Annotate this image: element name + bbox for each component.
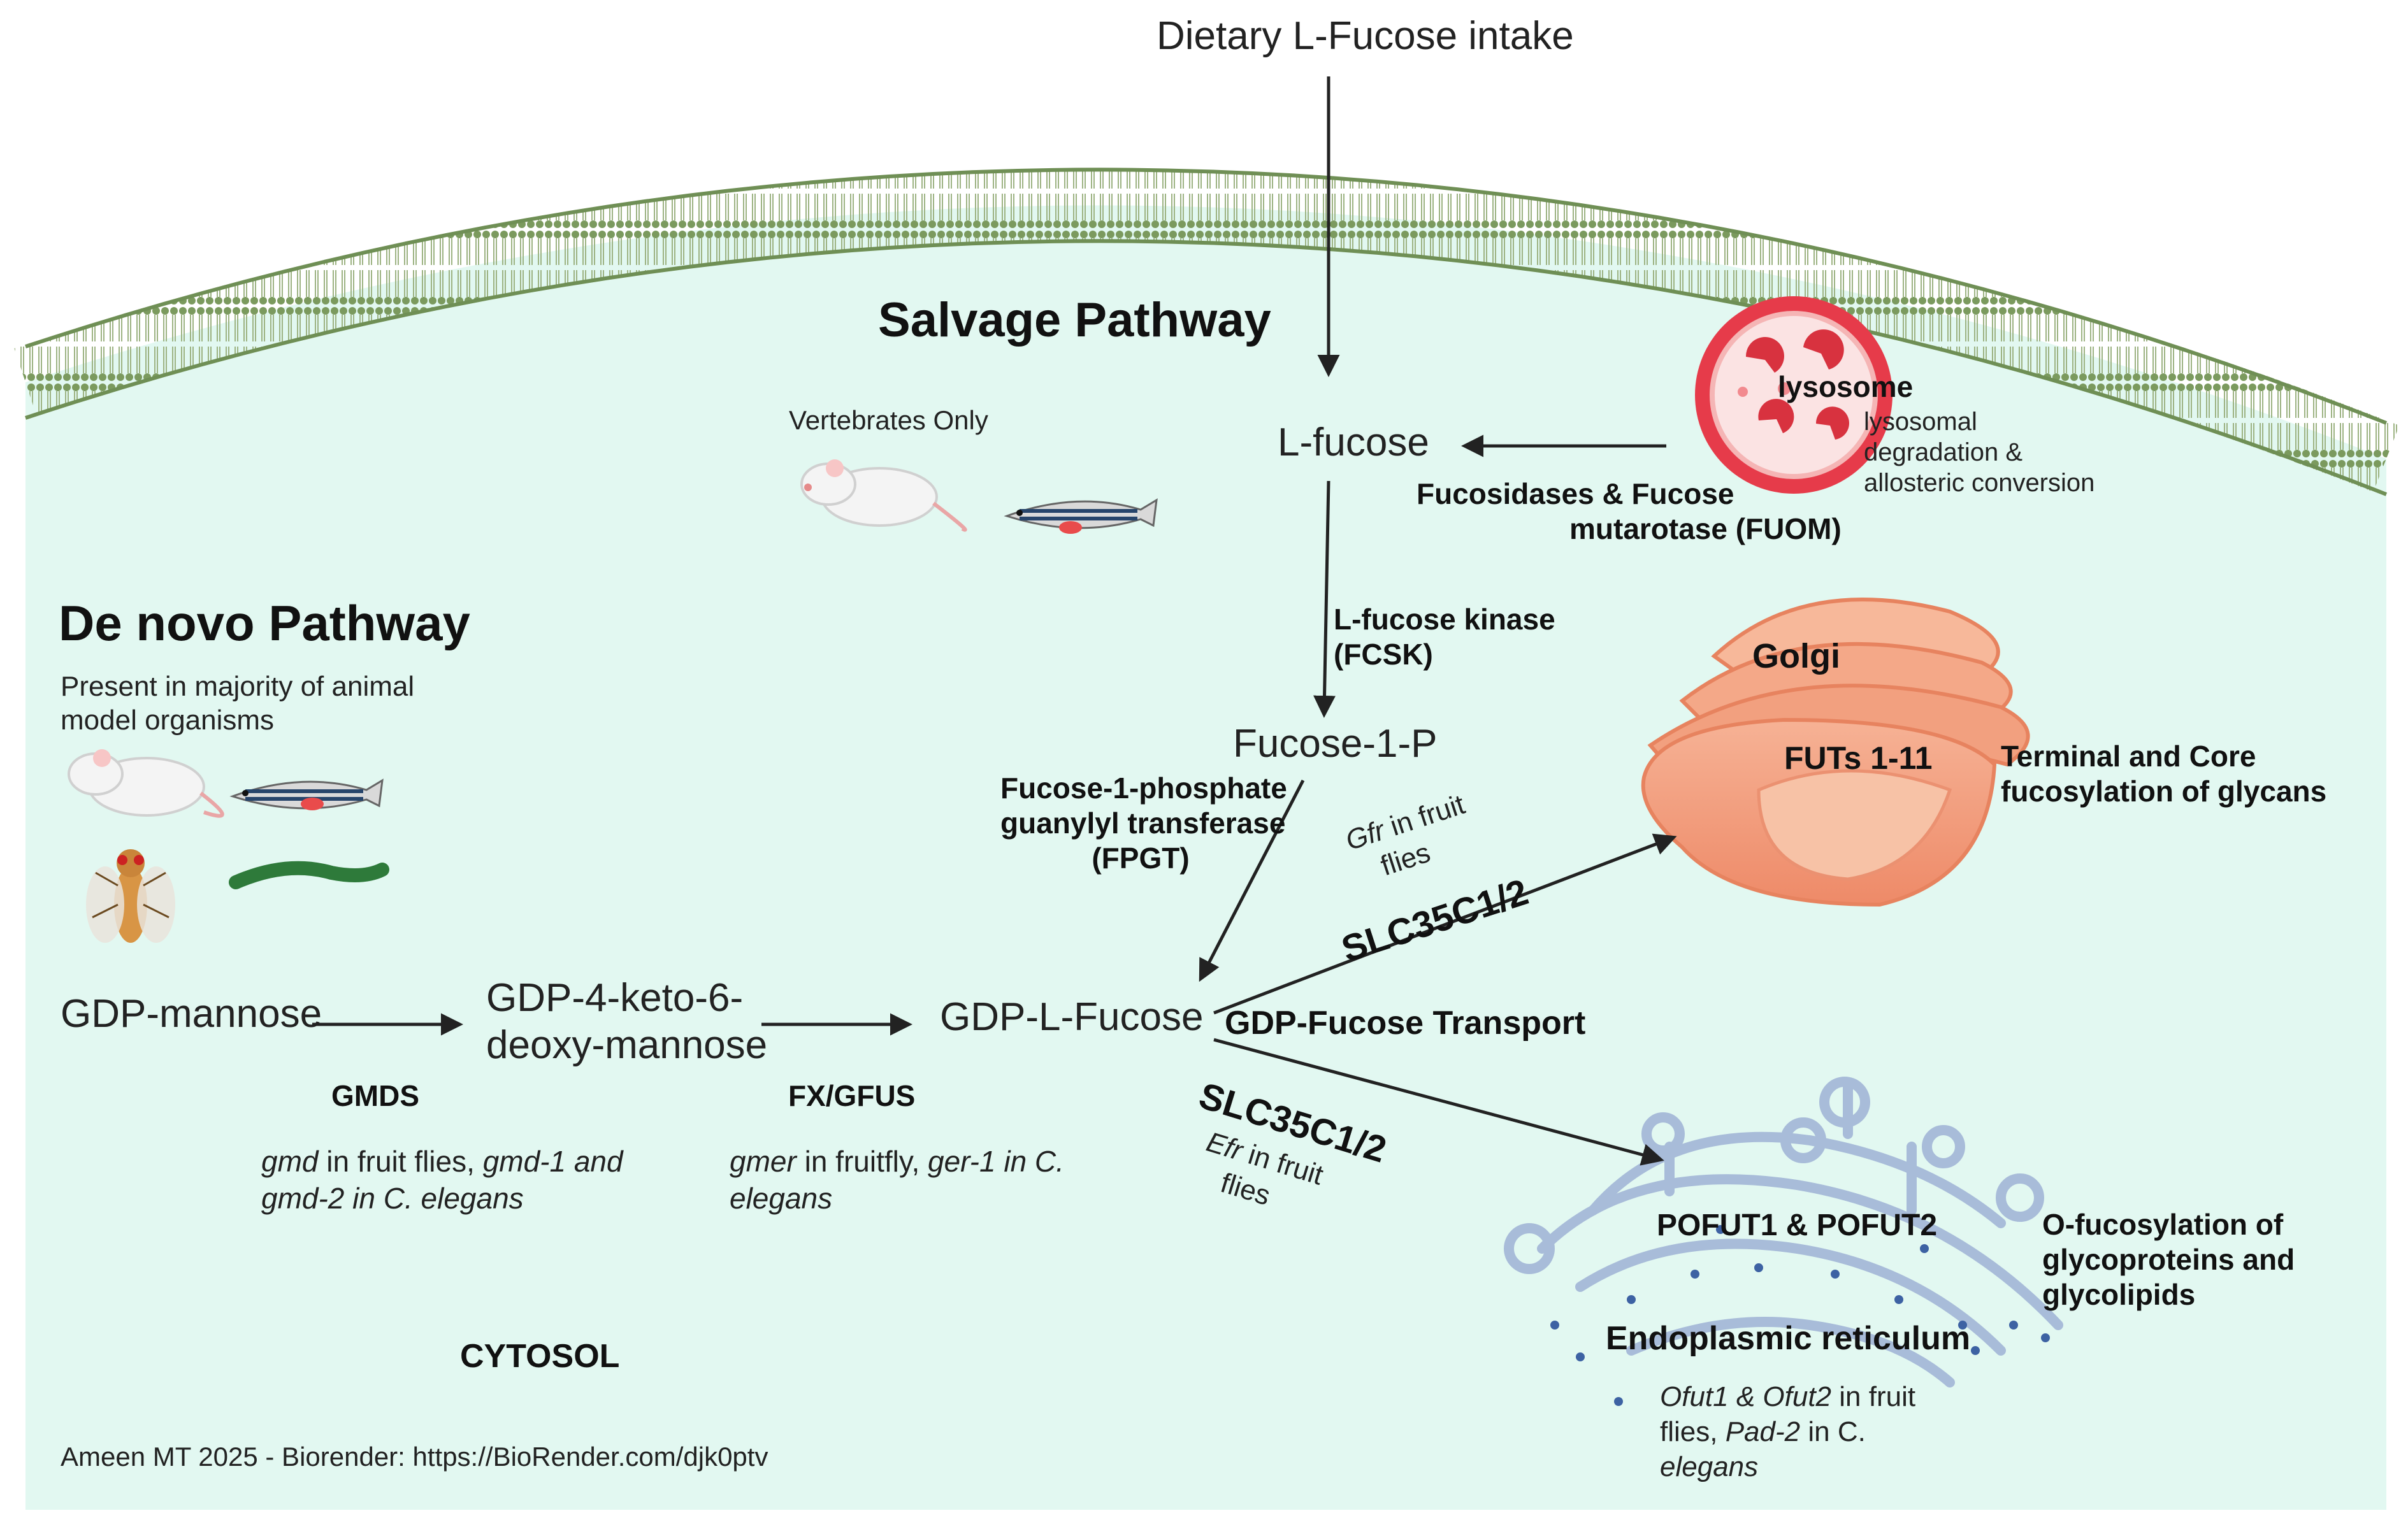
gdp-l-fucose-node: GDP-L-Fucose: [940, 995, 1204, 1039]
er-transport-arrow: [1213, 1038, 1664, 1166]
membrane-outer-edge: [25, 168, 2388, 425]
membrane-inner-edge: [25, 239, 2388, 496]
futs-label: FUTs 1-11: [1784, 740, 1933, 776]
fcsk-arrow: [1313, 480, 1336, 718]
golgi-transport-arrow: [1213, 833, 1677, 1015]
plasma-membrane: [14, 169, 2400, 492]
fx-orthologs: gmer in fruitfly, ger-1 in C. elegans: [730, 1145, 1064, 1215]
lysosome-icon: [1695, 296, 1893, 494]
er-function-label: O-fucosylation of glycoproteins and glyc…: [2042, 1208, 2295, 1312]
mouse-icon: [800, 459, 967, 532]
er-ribosomes: [1550, 1225, 2050, 1406]
lysosome-label: lysosome: [1778, 370, 1914, 403]
denovo-pathway-title: De novo Pathway: [59, 595, 470, 651]
fcsk-label: L-fucose kinase (FCSK): [1334, 603, 1555, 671]
cytosol-label: CYTOSOL: [460, 1338, 620, 1375]
fpgt-label: Fucose-1-phosphate guanylyl transferase …: [1000, 771, 1287, 875]
gdp-mannose-node: GDP-mannose: [61, 992, 322, 1036]
zebrafish-icon-denovo: [229, 778, 384, 810]
denovo-organisms-note: Present in majority of animal model orga…: [61, 671, 415, 736]
fucose-1-p-node: Fucose-1-P: [1233, 722, 1438, 766]
salvage-pathway-title: Salvage Pathway: [878, 293, 1271, 347]
fx-gfus-label: FX/GFUS: [788, 1079, 916, 1112]
worm-icon: [229, 861, 389, 889]
fucosidase-label: Fucosidases & Fucose mutarotase (FUOM): [1417, 477, 1842, 546]
gmds-label: GMDS: [331, 1079, 419, 1112]
l-fucose-node: L-fucose: [1278, 420, 1429, 464]
zebrafish-icon: [1004, 498, 1158, 534]
mouse-icon-denovo: [68, 749, 224, 818]
pofut-orthologs: Ofut1 & Ofut2 in fruit flies, Pad-2 in C…: [1660, 1381, 1916, 1482]
dietary-intake-label: Dietary L-Fucose intake: [1157, 14, 1574, 58]
pofut-label: POFUT1 & POFUT2: [1657, 1208, 1938, 1242]
er-label: Endoplasmic reticulum: [1606, 1320, 1971, 1357]
vertebrates-only-note: Vertebrates Only: [789, 405, 988, 435]
fpgt-arrow: [1199, 779, 1305, 982]
gdp-fucose-transport-label: GDP-Fucose Transport: [1225, 1005, 1586, 1042]
fruit-fly-icon: [86, 849, 175, 943]
golgi-label: Golgi: [1752, 637, 1840, 675]
gdp-keto-deoxy-mannose-node: GDP-4-keto-6- deoxy-mannose: [486, 976, 768, 1068]
lysosome-description: lysosomal degradation & allosteric conve…: [1864, 408, 2095, 497]
golgi-icon: [1641, 598, 2030, 907]
gmds-orthologs: gmd in fruit flies, gmd-1 and gmd-2 in C…: [261, 1145, 623, 1215]
er-icon: [1504, 1077, 2063, 1387]
golgi-function-label: Terminal and Core fucosylation of glycan…: [2001, 740, 2327, 808]
credit-line: Ameen MT 2025 - Biorender: https://BioRe…: [61, 1442, 768, 1472]
